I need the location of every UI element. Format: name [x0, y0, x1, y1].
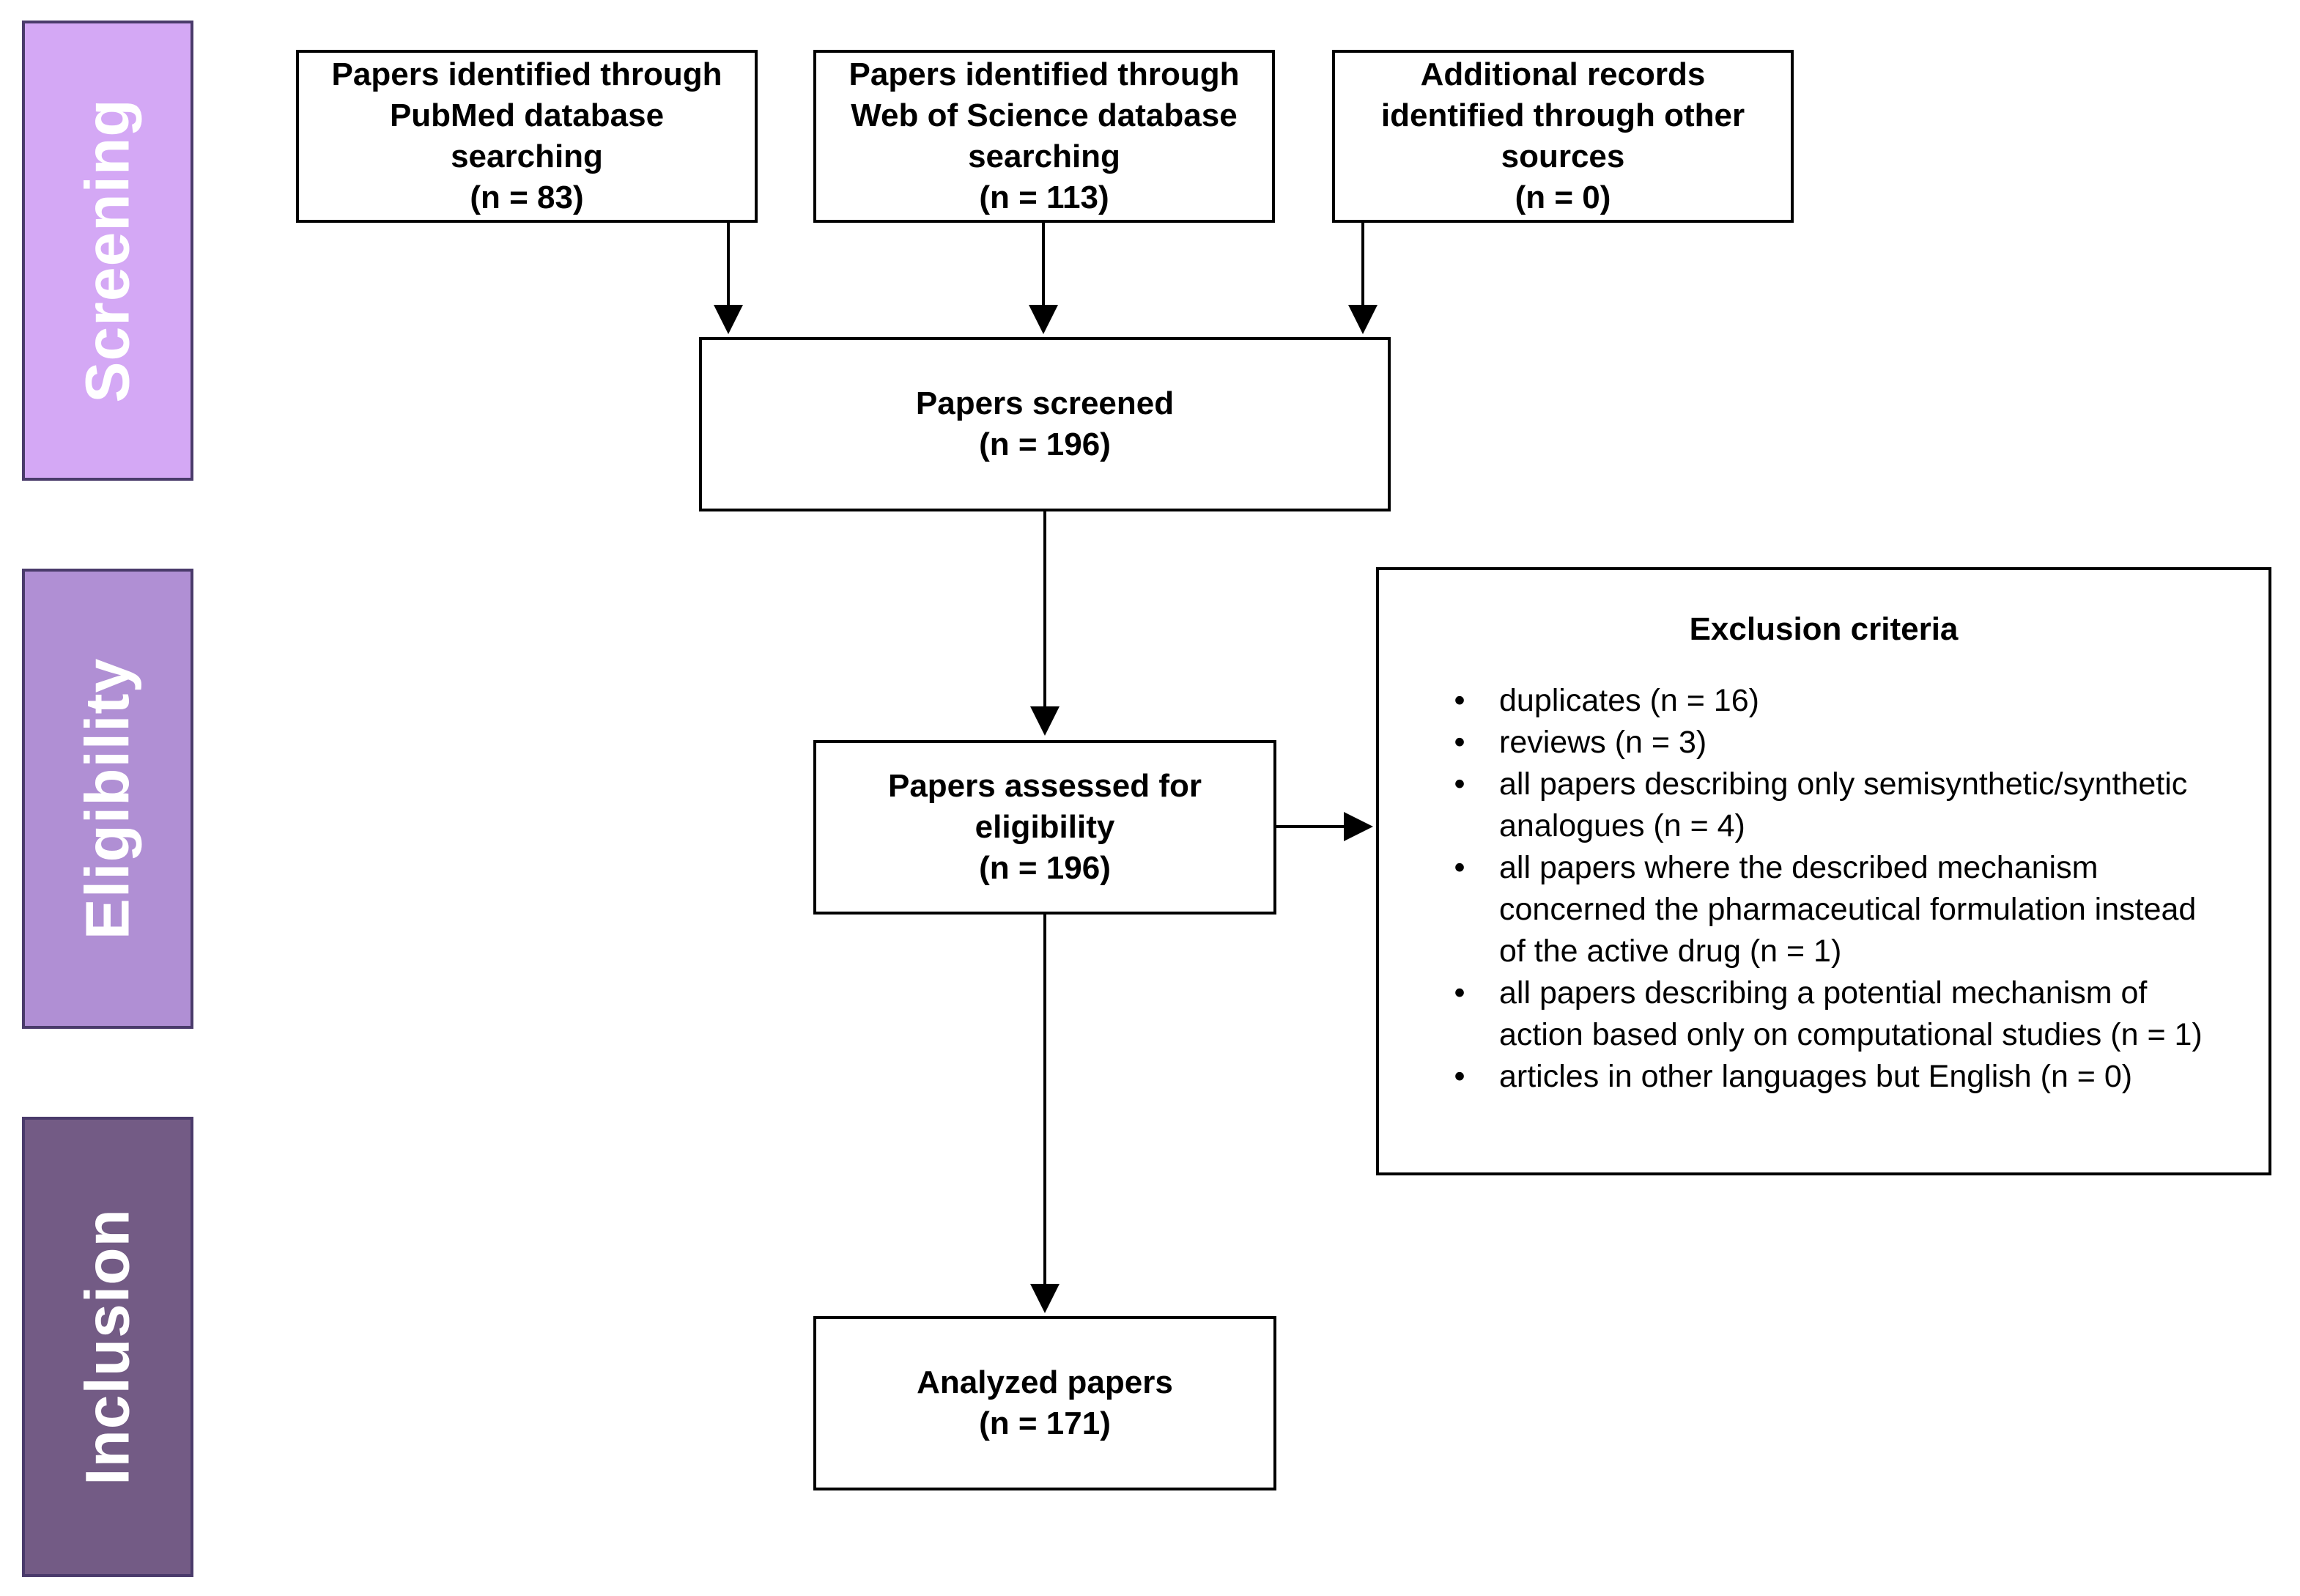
exclusion-item-text: all papers describing a potential mechan… [1499, 975, 2203, 1052]
bullet-icon: • [1454, 975, 1465, 1011]
exclusion-item: • all papers describing only semisyntheti… [1454, 764, 2268, 847]
box-other-line2: identified through other [1380, 97, 1745, 133]
box-other-line1: Additional records [1420, 56, 1706, 92]
phase-eligibility-bar: Eligibility [22, 569, 193, 1029]
box-pubmed-count: (n = 83) [470, 180, 584, 215]
box-other-count: (n = 0) [1515, 180, 1611, 215]
box-analyzed-papers: Analyzed papers (n = 171) [813, 1316, 1276, 1490]
exclusion-criteria-list: • duplicates (n = 16) • reviews (n = 3) • a… [1454, 680, 2268, 1098]
box-assessed-line2: eligibility [975, 809, 1115, 845]
exclusion-item-text: reviews (n = 3) [1499, 725, 1707, 760]
exclusion-criteria-box: Exclusion criteria • duplicates (n = 16) … [1376, 567, 2271, 1175]
box-pubmed-line2: PubMed database [389, 97, 665, 133]
box-papers-assessed: Papers assessed for eligibility (n = 196… [813, 740, 1276, 915]
exclusion-criteria-title: Exclusion criteria [1689, 611, 1959, 647]
box-pubmed: Papers identified through PubMed databas… [296, 50, 758, 223]
box-wos: Papers identified through Web of Science… [813, 50, 1275, 223]
bullet-icon: • [1454, 850, 1465, 885]
box-other-sources: Additional records identified through ot… [1332, 50, 1794, 223]
box-other-line3: sources [1501, 138, 1625, 174]
box-wos-count: (n = 113) [979, 180, 1109, 215]
bullet-icon: • [1454, 1059, 1465, 1094]
exclusion-item-text: all papers describing only semisynthetic… [1499, 766, 2188, 843]
exclusion-item-text: articles in other languages but English … [1499, 1059, 2133, 1094]
bullet-icon: • [1454, 725, 1465, 760]
box-analyzed-count: (n = 171) [979, 1405, 1111, 1441]
exclusion-item: • all papers where the described mechanis… [1454, 847, 2268, 972]
box-analyzed-line1: Analyzed papers [917, 1364, 1173, 1400]
box-wos-line3: searching [968, 138, 1120, 174]
exclusion-item-text: all papers where the described mechanism… [1499, 850, 2197, 969]
phase-inclusion-bar: Inclusion [22, 1117, 193, 1577]
box-assessed-line1: Papers assessed for [887, 768, 1202, 804]
bullet-icon: • [1454, 683, 1465, 718]
exclusion-item: • reviews (n = 3) [1454, 722, 2268, 764]
box-papers-screened: Papers screened (n = 196) [699, 337, 1391, 511]
exclusion-item: • all papers describing a potential mecha… [1454, 972, 2268, 1056]
box-pubmed-line3: searching [451, 138, 603, 174]
box-wos-line1: Papers identified through [848, 56, 1240, 92]
exclusion-item: • articles in other languages but English… [1454, 1056, 2268, 1098]
box-assessed-count: (n = 196) [979, 850, 1111, 886]
box-wos-line2: Web of Science database [851, 97, 1238, 133]
exclusion-item-text: duplicates (n = 16) [1499, 683, 1759, 718]
box-screened-count: (n = 196) [979, 426, 1111, 462]
bullet-icon: • [1454, 766, 1465, 802]
exclusion-item: • duplicates (n = 16) [1454, 680, 2268, 722]
phase-screening-bar: Screening [22, 21, 193, 481]
box-screened-line1: Papers screened [915, 385, 1175, 421]
box-pubmed-line1: Papers identified through [331, 56, 722, 92]
